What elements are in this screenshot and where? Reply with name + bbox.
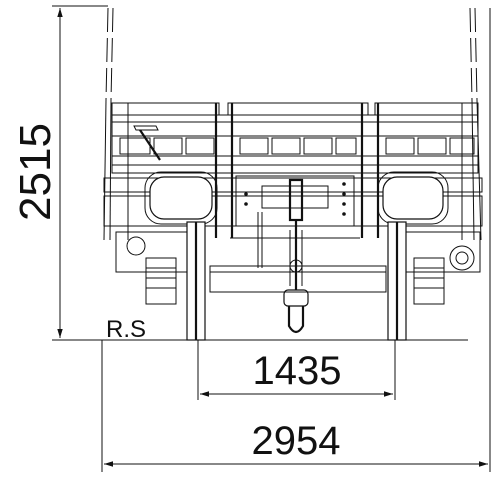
width-label: 2954 <box>252 419 341 463</box>
side-panel-right-top <box>374 102 479 116</box>
buffer-left <box>149 176 213 220</box>
wagon-body <box>103 7 483 241</box>
buffers <box>144 171 449 225</box>
brake-lever-handle <box>133 125 159 131</box>
buffer-right <box>382 176 444 220</box>
cross-beam <box>209 265 387 293</box>
height-label: 2515 <box>11 123 60 221</box>
wheels <box>186 221 407 341</box>
body-frame <box>111 114 479 174</box>
width-dimension: 2954 <box>101 8 491 472</box>
rail-surface: R.S <box>100 316 468 343</box>
gauge-label: 1435 <box>253 349 342 393</box>
coupling-shackle-top <box>283 289 309 307</box>
headstock-plate <box>235 175 355 227</box>
panel-openings <box>119 137 475 155</box>
height-dimension: 2515 <box>11 5 110 341</box>
gauge-dimension: 1435 <box>197 340 396 400</box>
coupling-hook <box>287 306 305 334</box>
headstock-and-coupling <box>230 175 360 334</box>
end-panel-top <box>227 102 369 116</box>
stanchion-left <box>105 7 109 101</box>
draw-hook-housing <box>261 185 329 209</box>
suspension-right <box>399 231 481 273</box>
underframe <box>115 231 481 305</box>
stanchion-right <box>469 7 473 101</box>
brake-lever <box>139 129 161 161</box>
sole-bar <box>103 177 483 193</box>
rail-surface-label: R.S <box>106 316 146 343</box>
